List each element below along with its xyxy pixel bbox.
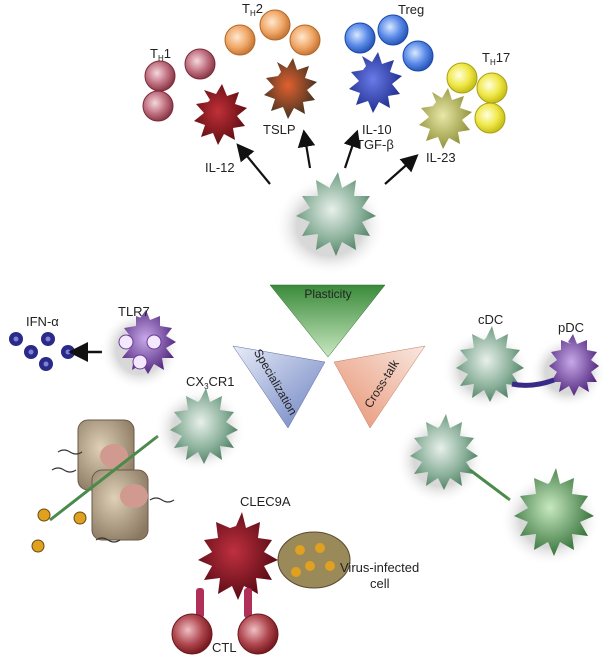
ifn-alpha-label: IFN-α <box>26 314 59 329</box>
pdc-label: pDC <box>558 320 584 335</box>
th1-dendritic-cell <box>194 84 247 145</box>
plasticity-triangle: Plasticity <box>269 284 386 358</box>
th17-cells <box>446 62 508 134</box>
tgfb-label: TGF-β <box>356 137 394 152</box>
polarization-arrows <box>236 129 419 185</box>
ctl-label: CTL <box>212 640 237 655</box>
il23-label: IL-23 <box>426 150 456 165</box>
treg-label: Treg <box>398 2 424 17</box>
cx3cr1-dendrite <box>49 434 159 522</box>
central-dendritic-cell <box>274 172 386 276</box>
tlr7-pdc <box>100 310 180 390</box>
ctl-cells <box>171 613 279 655</box>
clec9a-label: CLEC9A <box>240 494 291 509</box>
pdc-contact <box>511 377 555 388</box>
th2-dendritic-cell <box>264 58 317 119</box>
cdc-dendritic-cell <box>442 326 530 410</box>
cx3cr1-dendritic-cell <box>154 388 246 472</box>
specialization-triangle: Specialization <box>232 345 326 429</box>
virus-infected-label-line1: Virus-infected <box>340 560 419 575</box>
th2-cells <box>224 9 321 56</box>
th1-label: TH1 <box>150 46 171 63</box>
bacteria <box>31 508 87 553</box>
th2-label: TH2 <box>242 1 263 18</box>
tslp-label: TSLP <box>263 122 296 137</box>
plasticity-label: Plasticity <box>304 287 351 301</box>
crosstalk-triangle: Cross-talk <box>333 345 426 429</box>
cdc-label: cDC <box>478 312 503 327</box>
tlr7-label: TLR7 <box>118 304 150 319</box>
epithelial-cells <box>51 419 175 543</box>
virus-infected-cell <box>277 531 351 589</box>
th17-label: TH17 <box>482 50 510 67</box>
il10-label: IL-10 <box>362 122 392 137</box>
th1-cells <box>142 48 216 122</box>
cx3cr1-label: CX3CR1 <box>186 374 235 391</box>
pdc-cell <box>530 334 606 408</box>
treg-dendritic-cell <box>349 52 402 113</box>
cdc-second-cell <box>396 414 484 504</box>
cdc-green-cell <box>500 468 600 566</box>
th17-dendritic-cell <box>419 88 472 149</box>
il12-label: IL-12 <box>205 160 235 175</box>
tcr-receptors <box>196 588 252 618</box>
virus-infected-label-line2: cell <box>370 576 390 591</box>
ifn-alpha-molecules <box>9 332 75 371</box>
clec9a-dendritic-cell <box>198 512 278 600</box>
treg-cells <box>344 14 434 72</box>
cdc-crosstalk-contact <box>469 468 511 502</box>
